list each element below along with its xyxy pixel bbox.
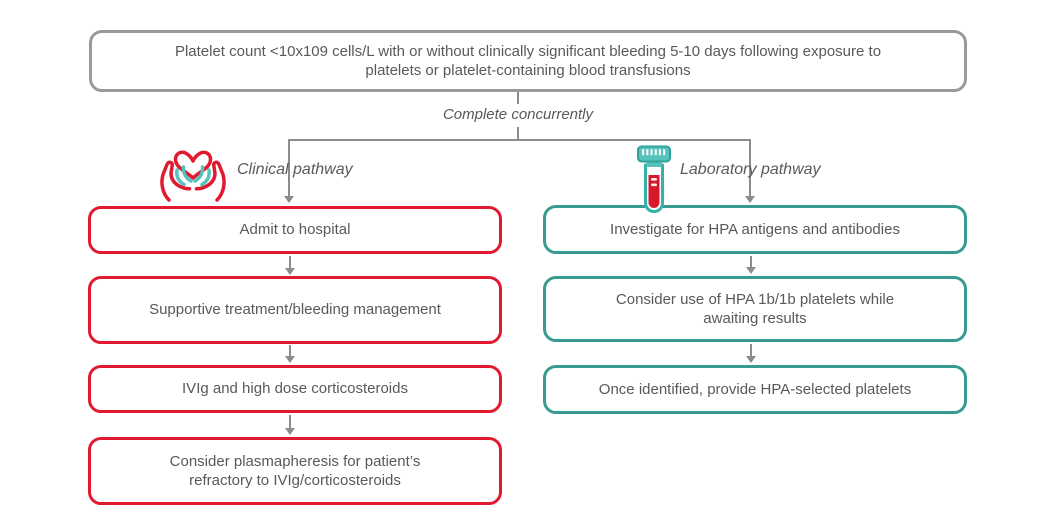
clinical-step-box: IVIg and high dose corticosteroids: [88, 365, 502, 413]
clinical-step-box: Supportive treatment/bleeding management: [88, 276, 502, 344]
arrow-down: [284, 345, 296, 363]
laboratory-step-text: Once identified, provide HPA-selected pl…: [598, 380, 912, 398]
clinical-step-text: IVIg and high dose corticosteroids: [182, 380, 408, 398]
clinical-step-text: Consider plasmapheresis for patient’s re…: [169, 452, 421, 490]
clinical-step-box: Consider plasmapheresis for patient’s re…: [88, 437, 502, 505]
clinical-step-box: Admit to hospital: [88, 206, 502, 254]
blood-test-tube-icon: [633, 145, 675, 222]
clinical-step-text: Admit to hospital: [239, 221, 351, 239]
connector-line: [517, 127, 519, 140]
criteria-text: Platelet count <10x109 cells/L with or w…: [174, 42, 882, 80]
criteria-box: Platelet count <10x109 cells/L with or w…: [89, 30, 967, 92]
laboratory-step-text: Investigate for HPA antigens and antibod…: [610, 220, 900, 238]
laboratory-step-box: Once identified, provide HPA-selected pl…: [543, 365, 967, 414]
branch-line: [288, 139, 750, 141]
heart-in-hands-icon: [158, 145, 228, 208]
arrow-down: [284, 256, 296, 275]
arrow-down: [283, 139, 295, 203]
arrow-down: [744, 139, 756, 203]
clinical-pathway-label: Clinical pathway: [237, 161, 353, 178]
clinical-step-text: Supportive treatment/bleeding management: [149, 301, 441, 319]
arrow-down: [284, 415, 296, 435]
arrow-down: [745, 344, 757, 363]
connector-line: [517, 92, 519, 104]
laboratory-step-text: Consider use of HPA 1b/1b platelets whil…: [615, 290, 895, 328]
complete-concurrently-label: Complete concurrently: [442, 106, 594, 123]
laboratory-step-box: Consider use of HPA 1b/1b platelets whil…: [543, 276, 967, 342]
laboratory-step-box: Investigate for HPA antigens and antibod…: [543, 205, 967, 254]
laboratory-pathway-label: Laboratory pathway: [680, 161, 821, 178]
arrow-down: [745, 256, 757, 274]
